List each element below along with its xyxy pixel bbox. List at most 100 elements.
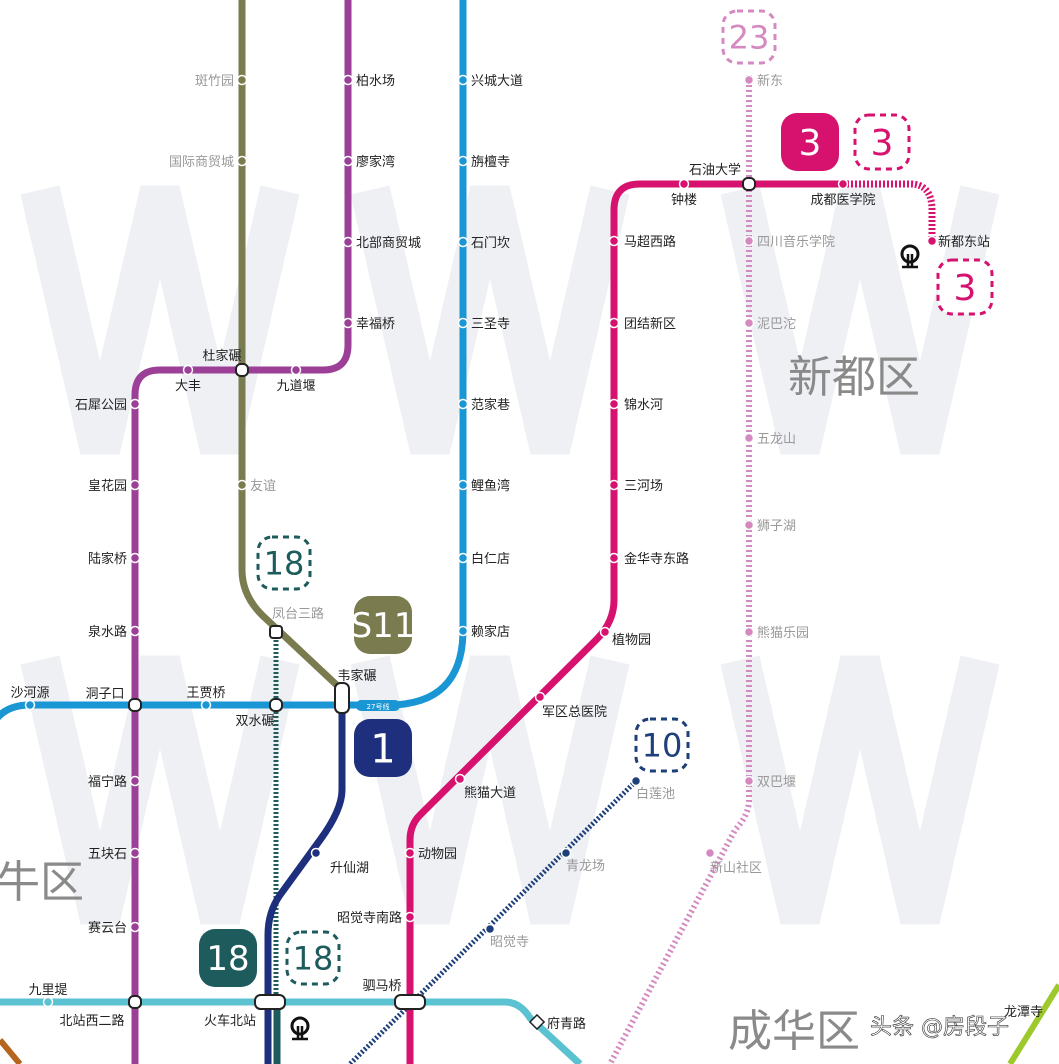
station-marker[interactable] [457, 317, 469, 329]
interchange-station-marker[interactable] [334, 682, 350, 714]
station-marker[interactable] [129, 552, 141, 564]
line-badge[interactable] [781, 113, 839, 171]
station-label[interactable]: 皇花园 [88, 478, 127, 494]
station-marker[interactable] [457, 479, 469, 491]
station-label[interactable]: 升仙湖 [330, 861, 369, 876]
station-marker[interactable] [743, 626, 755, 638]
station-label[interactable]: 昭觉寺南路 [337, 910, 402, 926]
station-label[interactable]: 幸福桥 [356, 317, 395, 332]
station-marker[interactable] [454, 773, 466, 785]
station-marker[interactable] [743, 775, 755, 787]
station-label[interactable]: 泥巴沱 [757, 316, 796, 332]
station-label[interactable]: 熊猫乐园 [757, 625, 809, 641]
station-marker[interactable] [236, 74, 248, 86]
station-label[interactable]: 钟楼 [671, 192, 697, 208]
interchange-station-marker[interactable] [128, 995, 142, 1009]
station-marker[interactable] [630, 775, 642, 787]
line-badge-planned[interactable] [721, 9, 777, 65]
interchange-station-marker[interactable] [742, 177, 756, 191]
station-marker[interactable] [743, 74, 755, 86]
station-label[interactable]: 四川音乐学院 [757, 234, 835, 250]
station-marker[interactable] [534, 691, 546, 703]
station-marker[interactable] [457, 236, 469, 248]
station-marker[interactable] [608, 398, 620, 410]
station-marker[interactable] [608, 552, 620, 564]
station-label[interactable]: 柏水场 [356, 74, 395, 89]
station-label[interactable]: 北部商贸城 [356, 236, 421, 251]
station-marker[interactable] [926, 235, 938, 247]
station-marker[interactable] [404, 847, 416, 859]
station-label[interactable]: 新东 [757, 73, 783, 89]
interchange-station-marker[interactable] [394, 994, 426, 1010]
station-marker[interactable] [200, 699, 212, 711]
station-marker[interactable] [743, 432, 755, 444]
station-label[interactable]: 凤台三路 [272, 606, 324, 622]
station-label[interactable]: 泉水路 [88, 624, 127, 640]
station-marker[interactable] [24, 699, 36, 711]
station-label[interactable]: 沙河源 [10, 686, 49, 701]
station-label[interactable]: 陆家桥 [88, 551, 127, 567]
station-label[interactable]: 双巴堰 [757, 775, 796, 790]
station-marker[interactable] [129, 625, 141, 637]
station-label[interactable]: 锦水河 [624, 398, 663, 413]
line-badge[interactable] [354, 596, 412, 654]
interchange-station-marker[interactable] [128, 698, 142, 712]
line-badge-planned[interactable] [285, 930, 341, 986]
station-marker[interactable] [743, 519, 755, 531]
station-label[interactable]: 国际商贸城 [169, 155, 234, 170]
station-label[interactable]: 团结新区 [624, 316, 676, 332]
station-label[interactable]: 石门坎 [471, 236, 510, 251]
station-marker[interactable] [342, 236, 354, 248]
station-marker[interactable] [310, 847, 322, 859]
station-label[interactable]: 动物园 [418, 847, 457, 862]
station-marker[interactable] [599, 626, 611, 638]
station-marker[interactable] [457, 625, 469, 637]
station-marker[interactable] [457, 74, 469, 86]
station-marker[interactable] [342, 74, 354, 86]
station-label[interactable]: 大丰 [175, 379, 201, 394]
station-label[interactable]: 金华寺东路 [624, 551, 689, 567]
station-label[interactable]: 九道堰 [276, 379, 315, 394]
station-marker[interactable] [608, 317, 620, 329]
interchange-station-marker[interactable] [269, 625, 283, 639]
station-label[interactable]: 兴城大道 [471, 74, 523, 89]
station-label[interactable]: 鲤鱼湾 [471, 478, 510, 494]
station-label[interactable]: 新山社区 [710, 860, 762, 876]
station-label[interactable]: 马超西路 [624, 234, 676, 250]
station-label[interactable]: 熊猫大道 [464, 785, 516, 801]
station-marker[interactable] [129, 398, 141, 410]
station-label[interactable]: 白莲池 [636, 786, 675, 802]
station-marker[interactable] [404, 911, 416, 923]
station-marker[interactable] [129, 921, 141, 933]
station-marker[interactable] [837, 178, 849, 190]
station-label[interactable]: 白仁店 [471, 551, 510, 567]
station-label[interactable]: 斑竹园 [195, 74, 234, 89]
station-marker[interactable] [342, 155, 354, 167]
station-marker[interactable] [743, 235, 755, 247]
station-marker[interactable] [129, 775, 141, 787]
station-label[interactable]: 昭觉寺 [490, 935, 529, 950]
station-label[interactable]: 三圣寺 [471, 317, 510, 332]
station-marker[interactable] [457, 398, 469, 410]
station-marker[interactable] [457, 552, 469, 564]
station-marker[interactable] [743, 317, 755, 329]
station-label[interactable]: 赖家店 [471, 624, 510, 640]
station-label[interactable]: 友谊 [250, 478, 276, 494]
station-marker[interactable] [608, 235, 620, 247]
station-label[interactable]: 洞子口 [85, 687, 124, 702]
station-label[interactable]: 石油大学 [689, 162, 741, 178]
station-marker[interactable] [129, 479, 141, 491]
station-label[interactable]: 新都东站 [938, 234, 990, 250]
station-label[interactable]: 三河场 [624, 479, 663, 494]
interchange-station-marker[interactable] [254, 994, 286, 1010]
station-label[interactable]: 府青路 [547, 1016, 586, 1032]
station-label[interactable]: 驷马桥 [362, 979, 401, 994]
line-badge[interactable] [199, 929, 257, 987]
station-marker[interactable] [129, 847, 141, 859]
station-marker[interactable] [704, 847, 716, 859]
station-label[interactable]: 青龙场 [566, 859, 605, 874]
interchange-station-marker[interactable] [269, 698, 283, 712]
interchange-station-marker[interactable] [235, 363, 249, 377]
station-label[interactable]: 火车北站 [204, 1013, 256, 1029]
